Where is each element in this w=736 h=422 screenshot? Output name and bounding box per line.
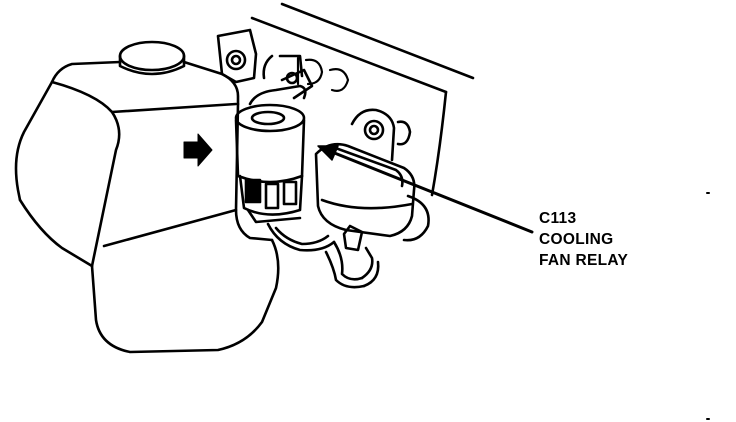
wiring-harness: [266, 222, 380, 289]
body-panel-lines: [250, 2, 475, 197]
cooling-fan-relay: [234, 68, 314, 224]
callout-label: C113 COOLING FAN RELAY: [539, 208, 628, 271]
coolant-reservoir: [14, 40, 280, 354]
callout-line-1: COOLING: [539, 231, 614, 248]
connector-id: C113: [539, 210, 577, 227]
relay-connector-block: [314, 108, 430, 242]
callout-leader: [317, 145, 534, 234]
right-arrow-icon: [183, 133, 213, 167]
reservoir-cap: [118, 40, 186, 72]
mounting-bracket: [216, 28, 304, 84]
edge-marks: [706, 192, 710, 420]
callout-line-2: FAN RELAY: [539, 252, 629, 269]
